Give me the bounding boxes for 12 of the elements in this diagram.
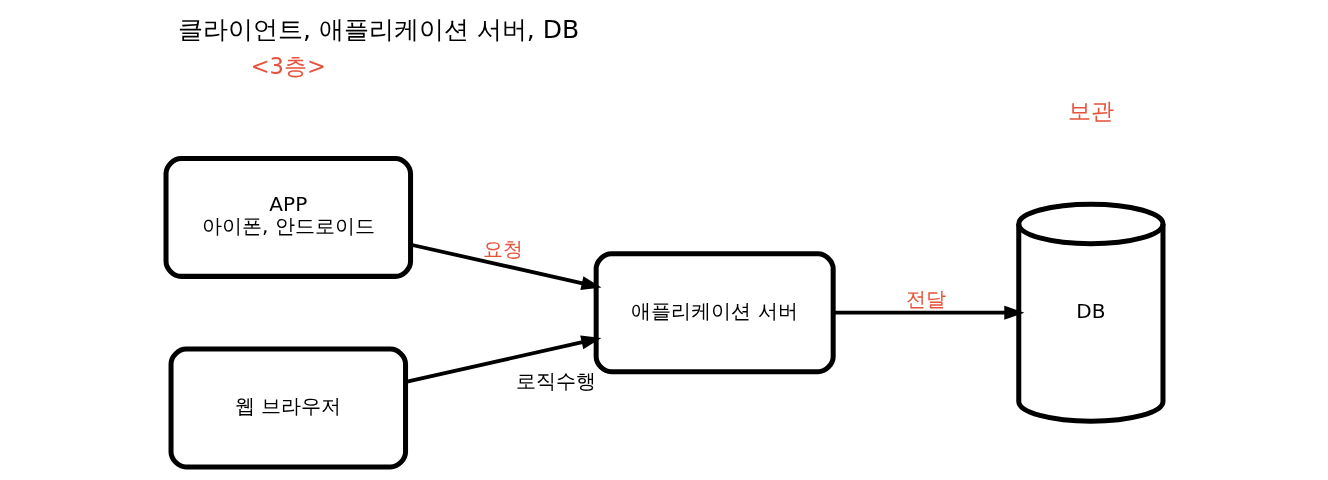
node-box: APP 아이폰, 안드로이드: [163, 156, 413, 279]
edge-label: 요청: [482, 237, 523, 262]
arrow: [405, 335, 601, 384]
node-box: 애플리케이션 서버: [593, 251, 836, 375]
arrow: [833, 305, 1024, 320]
label: <3층>: [250, 52, 326, 79]
diagram-title: 클라이언트, 애플리케이션 서버, DB: [177, 15, 579, 45]
edge-label: 전달: [905, 287, 946, 312]
node-label: 로직수행: [515, 368, 596, 393]
node-box: 웹 브라우저: [168, 346, 408, 470]
arrow: [410, 242, 601, 291]
label: 보관: [1067, 97, 1114, 124]
